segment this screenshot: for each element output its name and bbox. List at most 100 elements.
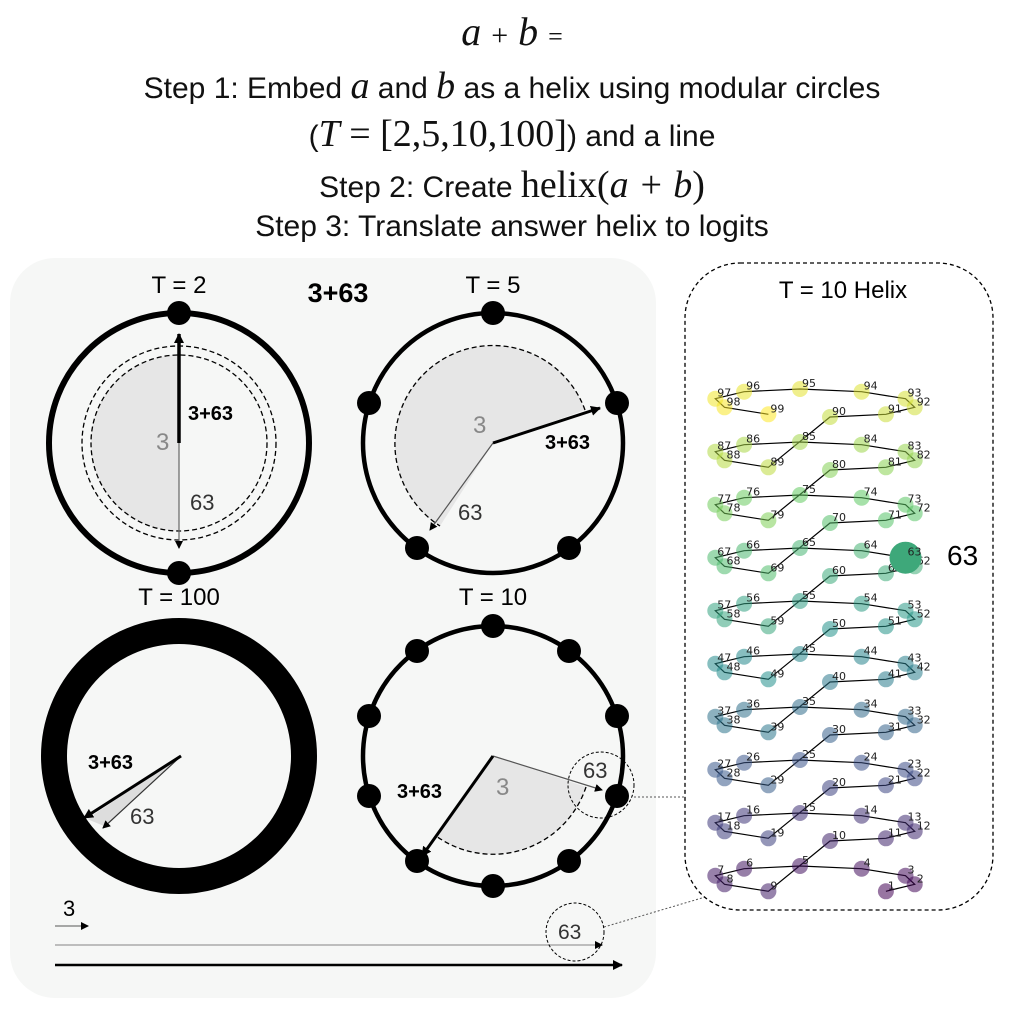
helix-point-label: 85: [802, 430, 816, 443]
step1-and: and: [369, 72, 437, 105]
step1-text: Step 1: Embed a and b as a helix using m…: [0, 64, 1024, 108]
helix-point-label: 4: [864, 857, 871, 870]
helix-point-label: 59: [770, 614, 784, 627]
helix-point-label: 33: [908, 705, 922, 718]
helix-point: [736, 701, 753, 718]
helix-point-label: 6: [746, 857, 753, 870]
helix-point-label: 98: [727, 395, 741, 408]
helix-point: [853, 436, 870, 453]
helix-point: [716, 452, 733, 469]
b-label: 63: [458, 500, 482, 525]
helix-point-label: 30: [832, 723, 846, 736]
helix-point-label: 31: [888, 720, 902, 733]
helix-point: [716, 823, 733, 840]
helix-point-label: 49: [770, 667, 784, 680]
helix-point-label: 16: [746, 804, 760, 817]
dense-ring: [41, 618, 317, 894]
helix-point: [736, 383, 753, 400]
helix-point-label: 79: [770, 508, 784, 521]
a-label: 3: [496, 774, 509, 801]
helix-point: [822, 462, 838, 478]
helix-point-label: 42: [917, 660, 931, 673]
line-b-label: 63: [558, 921, 581, 944]
helix-point: [897, 761, 914, 778]
helix-point-label: 43: [908, 652, 922, 665]
helix-point-label: 67: [717, 546, 731, 559]
number-line: 3 63: [55, 896, 623, 970]
helix-point: [853, 383, 870, 400]
circles-panel: [10, 258, 656, 998]
helix-point-label: 95: [802, 377, 816, 390]
helix-point-label: 38: [727, 713, 741, 726]
step2-close: ): [692, 164, 705, 206]
circle-t2: T = 2 3 3+63 63: [46, 272, 312, 585]
point-marker: [481, 614, 505, 638]
expr-b: b: [518, 9, 539, 54]
helix-point-label: 23: [908, 758, 922, 771]
angle-sector: [87, 756, 181, 826]
b-label: 63: [583, 758, 607, 783]
helix-point-label: 50: [832, 617, 846, 630]
helix-point: [877, 459, 894, 476]
helix-point: [822, 621, 838, 637]
helix-point: [822, 409, 838, 425]
helix-point: [760, 883, 777, 900]
helix-point-label: 15: [802, 801, 816, 814]
helix-point-label: 93: [908, 387, 922, 400]
helix-point-label: 82: [917, 448, 931, 461]
step1-close: ) and a line: [566, 120, 716, 153]
helix-point: [716, 876, 733, 893]
helix-point-label: 9: [770, 879, 777, 892]
helix-point-label: 41: [888, 667, 902, 680]
helix-point-label: 13: [908, 811, 922, 824]
helix-point: [760, 671, 777, 688]
helix-point: [897, 655, 914, 672]
helix-point: [822, 568, 838, 584]
line-a-label: 3: [63, 896, 75, 921]
helix-point-label: 46: [746, 645, 760, 658]
helix-point: [716, 505, 733, 522]
helix-point-label: 68: [727, 554, 741, 567]
helix-point: [736, 807, 753, 824]
helix-point: [736, 648, 753, 665]
point-marker: [405, 849, 429, 873]
connector-line: [603, 894, 713, 928]
helix-point-label: 12: [917, 819, 931, 832]
helix-point-label: 92: [917, 395, 931, 408]
helix-point: [877, 830, 894, 847]
helix-point-label: 77: [717, 493, 731, 506]
helix-point-label: 99: [770, 402, 784, 415]
step2-arg: a + b: [609, 164, 693, 206]
helix-point-label: 26: [746, 751, 760, 764]
helix-point-label: 24: [864, 751, 878, 764]
helix-point: [822, 727, 838, 743]
helix-point-label: 36: [746, 698, 760, 711]
point-marker: [357, 704, 381, 728]
helix-point: [822, 515, 838, 531]
step1-prefix: Step 1: Embed: [143, 72, 351, 105]
helix-point: [736, 542, 753, 559]
helix-point: [853, 542, 870, 559]
point-marker: [357, 391, 381, 415]
point-marker: [605, 704, 629, 728]
point-marker: [357, 784, 381, 808]
helix-point-label: 51: [888, 614, 902, 627]
helix-point-label: 84: [864, 433, 878, 446]
helix-point-label: 83: [908, 440, 922, 453]
step1-b: b: [436, 65, 456, 107]
helix-point: [877, 671, 894, 688]
helix-point-label: 56: [746, 592, 760, 605]
helix-point-label: 20: [832, 776, 846, 789]
helix-panel: [684, 262, 994, 911]
step1-suffix: as a helix using modular circles: [455, 72, 881, 105]
helix-point: [822, 780, 838, 796]
helix-point-label: 11: [888, 826, 902, 839]
helix-point: [736, 436, 753, 453]
expression-title: a + b =: [0, 8, 1024, 55]
helix-point-label: 3: [908, 864, 915, 877]
helix-point-label: 34: [864, 698, 878, 711]
helix-point-label: 90: [832, 405, 846, 418]
helix-point: [760, 724, 777, 741]
helix-point-label: 64: [864, 539, 878, 552]
